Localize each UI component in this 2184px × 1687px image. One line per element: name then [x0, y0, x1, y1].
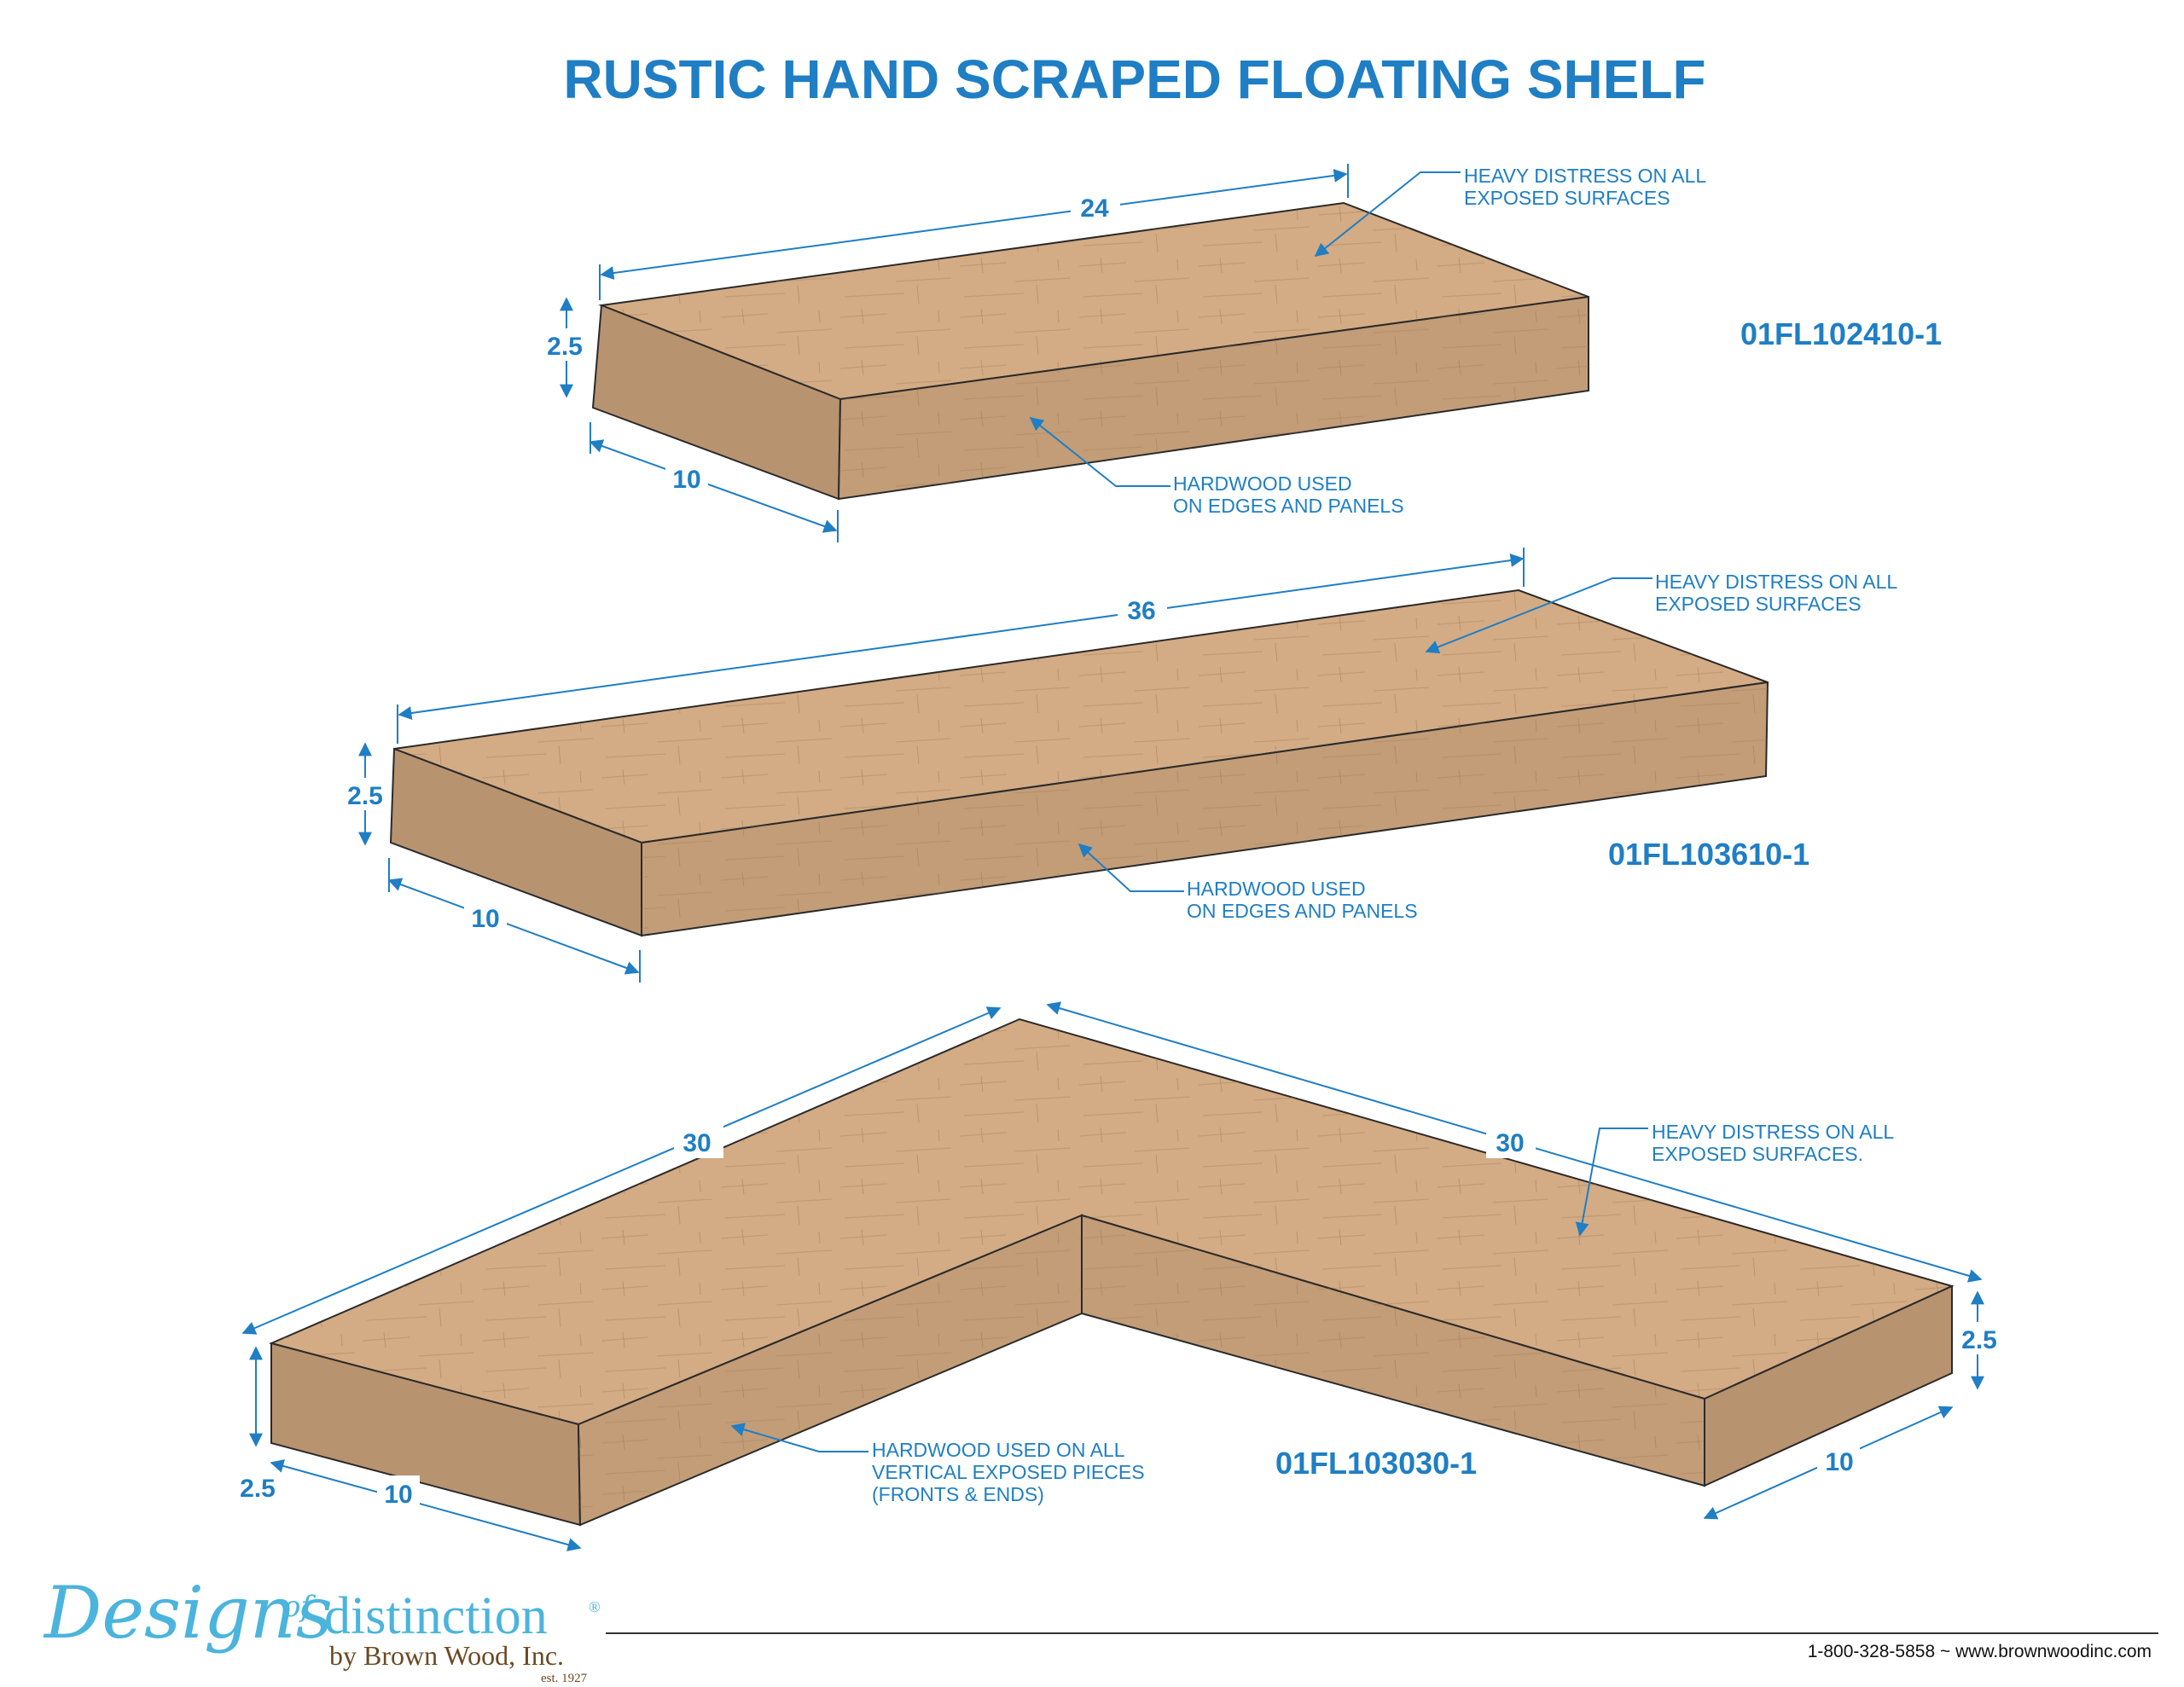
shelf-36-edge-note-line2: ON EDGES AND PANELS	[1187, 900, 1418, 922]
shelf-24-edge-note-line2: ON EDGES AND PANELS	[1173, 495, 1404, 517]
corner-right-depth-label-bg	[1817, 1443, 1860, 1477]
logo-est-text: est. 1927	[541, 1672, 588, 1685]
shelf-24-front-grain	[839, 297, 1589, 499]
shelf-24-edge-note-line1: HARDWOOD USED	[1173, 472, 1352, 495]
corner-top-note-line1: HEAVY DISTRESS ON ALL	[1652, 1121, 1894, 1143]
shelf-36-edge-note-line1: HARDWOOD USED	[1187, 878, 1366, 900]
shelf-24-top-note-line1: HEAVY DISTRESS ON ALL	[1464, 165, 1706, 187]
shelf-24-top-note-leader	[1314, 171, 1461, 257]
corner-left-height-label: 2.5	[240, 1475, 276, 1503]
corner-left-depth-label: 10	[384, 1481, 412, 1509]
corner-left-length-label-bg	[674, 1124, 723, 1158]
shelf-36-depth-label: 10	[471, 905, 499, 933]
shelf-36-edge-note-leader	[1077, 843, 1184, 892]
shelf-24-length-label-bg	[1071, 189, 1120, 223]
corner-right-height-label-bg	[1955, 1322, 2003, 1354]
shelf-24-height-label-bg	[543, 328, 590, 361]
corner-top-note-leader	[1575, 1128, 1648, 1237]
shelf-36-depth-dim-line	[387, 878, 640, 975]
corner-shelf-part-number: 01FL103030-1	[1275, 1446, 1477, 1481]
corner-right-depth-label: 10	[1825, 1448, 1853, 1476]
corner-left-depth-label-bg	[377, 1475, 420, 1510]
corner-right-length-label-bg	[1486, 1124, 1536, 1158]
shelf-24-top-note-line2: EXPOSED SURFACES	[1464, 187, 1670, 209]
shelf-36-length-label: 36	[1127, 597, 1155, 625]
shelf-24-edge-note-leader	[1029, 417, 1170, 487]
corner-shelf-right-front-grain	[1082, 1215, 1705, 1486]
brand-logo: Designs of distinction ® by Brown Wood, …	[43, 1571, 601, 1685]
footer-contact: 1-800-328-5858 ~ www.brownwoodinc.com	[1808, 1642, 2152, 1661]
shelf-36-height-label-bg	[341, 778, 389, 810]
logo-designs-text: Designs	[43, 1571, 333, 1655]
footer: Designs of distinction ® by Brown Wood, …	[43, 1571, 2158, 1685]
corner-left-depth-dim-line	[270, 1459, 582, 1551]
shelf-36-drawing: 36 2.5 10 HEAVY DISTRESS ON ALL EXPOSED …	[341, 548, 1897, 983]
corner-top-note-line2: EXPOSED SURFACES.	[1652, 1143, 1863, 1165]
shelf-36-top-note-leader	[1425, 577, 1653, 654]
shelf-36-front-grain	[642, 682, 1768, 936]
corner-edge-note-line1: HARDWOOD USED ON ALL	[872, 1439, 1125, 1461]
corner-shelf-drawing: 30 30 2.5 2.5 10 10 HEAVY DISTRESS ON AL…	[240, 1001, 2003, 1551]
corner-left-length-dim-line	[241, 1006, 1002, 1335]
corner-edge-note-leader	[730, 1423, 868, 1452]
shelf-24-length-label: 24	[1080, 194, 1109, 223]
corner-right-length-label: 30	[1496, 1129, 1524, 1157]
shelf-24-drawing: 24 2.5 10 HEAVY DISTRESS ON ALL EXPOSED …	[543, 164, 1942, 542]
shelf-36-depth-label-bg	[464, 900, 507, 934]
page-title: RUSTIC HAND SCRAPED FLOATING SHELF	[563, 49, 1705, 110]
corner-left-length-label: 30	[682, 1129, 711, 1157]
shelf-36-height-label: 2.5	[347, 782, 383, 810]
shelf-36-top-note-line1: HEAVY DISTRESS ON ALL	[1655, 571, 1897, 593]
shelf-24-part-number: 01FL102410-1	[1740, 316, 1942, 351]
shelf-24-height-label: 2.5	[547, 333, 583, 361]
shelf-36-top-note-line2: EXPOSED SURFACES	[1655, 593, 1862, 615]
corner-edge-note-line2: VERTICAL EXPOSED PIECES	[872, 1461, 1145, 1483]
logo-of-text: of	[283, 1590, 316, 1624]
shelf-36-part-number: 01FL103610-1	[1608, 837, 1809, 872]
shelf-24-depth-dim-line	[589, 439, 838, 533]
shelf-36-length-dim-line	[398, 554, 1525, 720]
shelf-36-length-label-bg	[1118, 592, 1167, 626]
logo-distinction-text: distinction	[324, 1587, 548, 1645]
shelf-24-depth-label: 10	[672, 466, 700, 494]
shelf-24-depth-label-bg	[665, 461, 708, 495]
logo-registered-mark: ®	[589, 1598, 601, 1615]
logo-by-text: by Brown Wood, Inc.	[329, 1640, 564, 1671]
corner-right-height-label: 2.5	[1961, 1326, 1997, 1354]
corner-shelf-top-grain	[271, 1019, 1952, 1424]
shelf-24-length-dim-line	[600, 169, 1348, 280]
corner-edge-note-line3: (FRONTS & ENDS)	[872, 1483, 1044, 1505]
